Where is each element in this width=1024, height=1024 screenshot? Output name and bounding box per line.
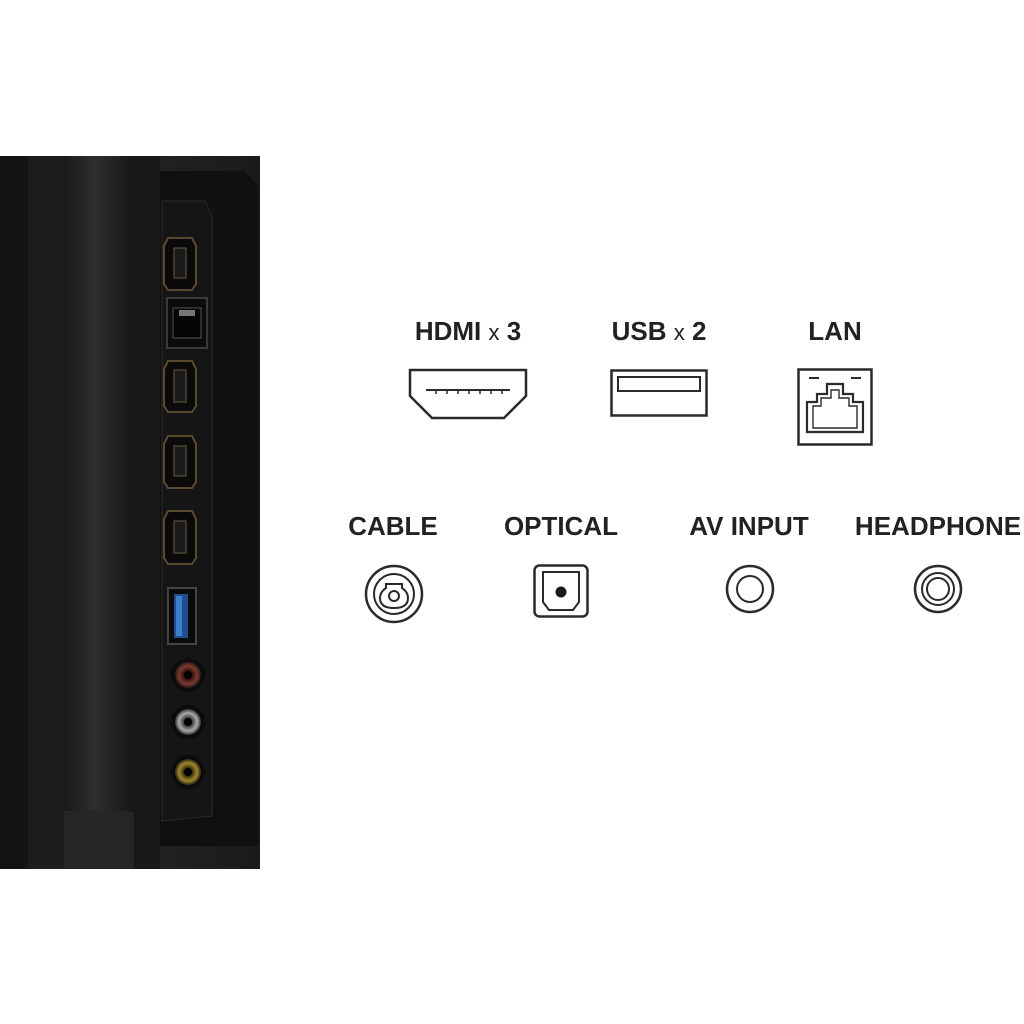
- tv-audio-right-jack: [171, 658, 205, 692]
- hdmi-label: HDMI x 3: [415, 318, 521, 344]
- optical-port-icon: [533, 564, 589, 618]
- hdmi-port-icon: [408, 368, 528, 420]
- hdmi-label-count: 3: [506, 316, 522, 346]
- tv-usb-port: [167, 587, 197, 645]
- usb-label-name: USB: [611, 316, 667, 346]
- headphone-label: HEADPHONE: [854, 511, 1022, 541]
- tv-lan-port: [166, 297, 208, 349]
- hdmi-label-name: HDMI: [414, 316, 482, 346]
- lan-label: LAN: [808, 318, 861, 344]
- headphone-port-icon: [913, 564, 963, 614]
- coaxial-port-icon: [364, 564, 424, 624]
- tv-audio-left-jack: [171, 705, 205, 739]
- tv-hdmi-port-4: [163, 510, 197, 565]
- optical-label: OPTICAL: [503, 511, 619, 541]
- tv-video-jack: [171, 755, 205, 789]
- cable-label: CABLE: [348, 511, 438, 541]
- tv-hdmi-port-2: [163, 360, 197, 413]
- tv-hdmi-port-1: [163, 237, 197, 291]
- lan-port-icon: [797, 368, 873, 446]
- hdmi-label-mult: x: [488, 320, 500, 345]
- tv-rear-ports-photo: [0, 156, 260, 869]
- tv-hdmi-port-3: [163, 435, 197, 489]
- usb-label-count: 2: [691, 316, 707, 346]
- usb-port-icon: [610, 369, 708, 417]
- av-input-port-icon: [725, 564, 775, 614]
- usb-label-mult: x: [673, 320, 685, 345]
- lan-label-name: LAN: [808, 316, 862, 346]
- usb-label: USB x 2: [612, 318, 707, 344]
- av-input-label: AV INPUT: [689, 511, 809, 541]
